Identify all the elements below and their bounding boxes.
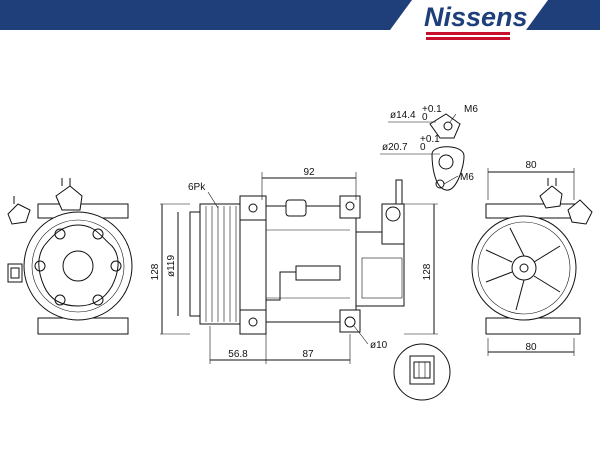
front-valve-left [7,203,31,225]
rear-ear-top [339,195,361,219]
bottom-mid-span: 87 [302,349,314,360]
harness [295,265,341,281]
control-valve [381,203,405,245]
port-large-tol: +0.1 [420,134,440,145]
brand-name: Nissens [424,2,528,32]
port-small-tol: +0.1 [422,104,442,115]
brand-logo: Nissens [424,2,528,40]
pulley [199,203,241,325]
port-large-dia: ø20.7 [382,142,408,153]
mount-hole [344,316,356,328]
front-view [7,178,133,335]
front-center-boss [62,250,94,282]
rear-dimensions: 80 80 [487,160,575,356]
rear-top-width: 80 [525,160,537,171]
connector-magnifier [393,343,451,401]
belt-label: 6Pk [188,182,206,193]
thread-bottom: M6 [460,172,474,183]
compressor-body [265,205,357,323]
suction-port [285,199,307,217]
front-head-plate [38,224,119,307]
height-left: 128 [150,263,161,280]
front-bottom-mount [37,317,129,335]
bolt-hole [54,294,66,306]
side-dimensions: 6Pk 128 ø119 92 56.8 87 ø10 128 [150,167,438,364]
bottom-left-span: 56.8 [228,349,248,360]
port-small-tol-low: 0 [422,112,428,123]
brand-stripe [426,32,510,35]
front-valve-right [55,185,83,211]
rear-valve [539,185,563,209]
thread-top: M6 [464,104,478,115]
port-detail: ø14.4 +0.1 0 M6 ø20.7 +0.1 0 M6 [380,104,478,191]
port-small-dia: ø14.4 [390,110,416,121]
rear-bottom-width: 80 [525,342,537,353]
pulley-hub [189,211,201,317]
banner-left [0,0,412,30]
top-span: 92 [303,167,315,178]
front-electric-connector [7,263,23,283]
port-large-tol-low: 0 [420,142,426,153]
bolt-hole [92,228,104,240]
front-body-inner [31,219,125,313]
bolt-hole [54,228,66,240]
rear-view [471,178,593,335]
brand-stripe [426,37,510,40]
front-ear-bottom [239,309,267,335]
rear-valve-side [567,199,593,225]
front-ear-top [239,195,267,221]
height-right: 128 [422,263,433,280]
port-flange-top [429,113,461,139]
hole-diameter: ø10 [370,340,388,351]
rear-pulley [471,215,577,321]
banner-right [526,0,600,30]
rear-top-mount [485,203,581,219]
header-banner [0,0,600,30]
bolt-hole [110,260,122,272]
side-view [189,179,405,335]
pulley-diameter: ø119 [166,255,177,277]
bolt-hole [34,260,46,272]
connector-detail [393,343,451,401]
bolt-hole [92,294,104,306]
rear-bottom-mount [485,317,581,335]
rear-ear-bottom [339,309,361,333]
